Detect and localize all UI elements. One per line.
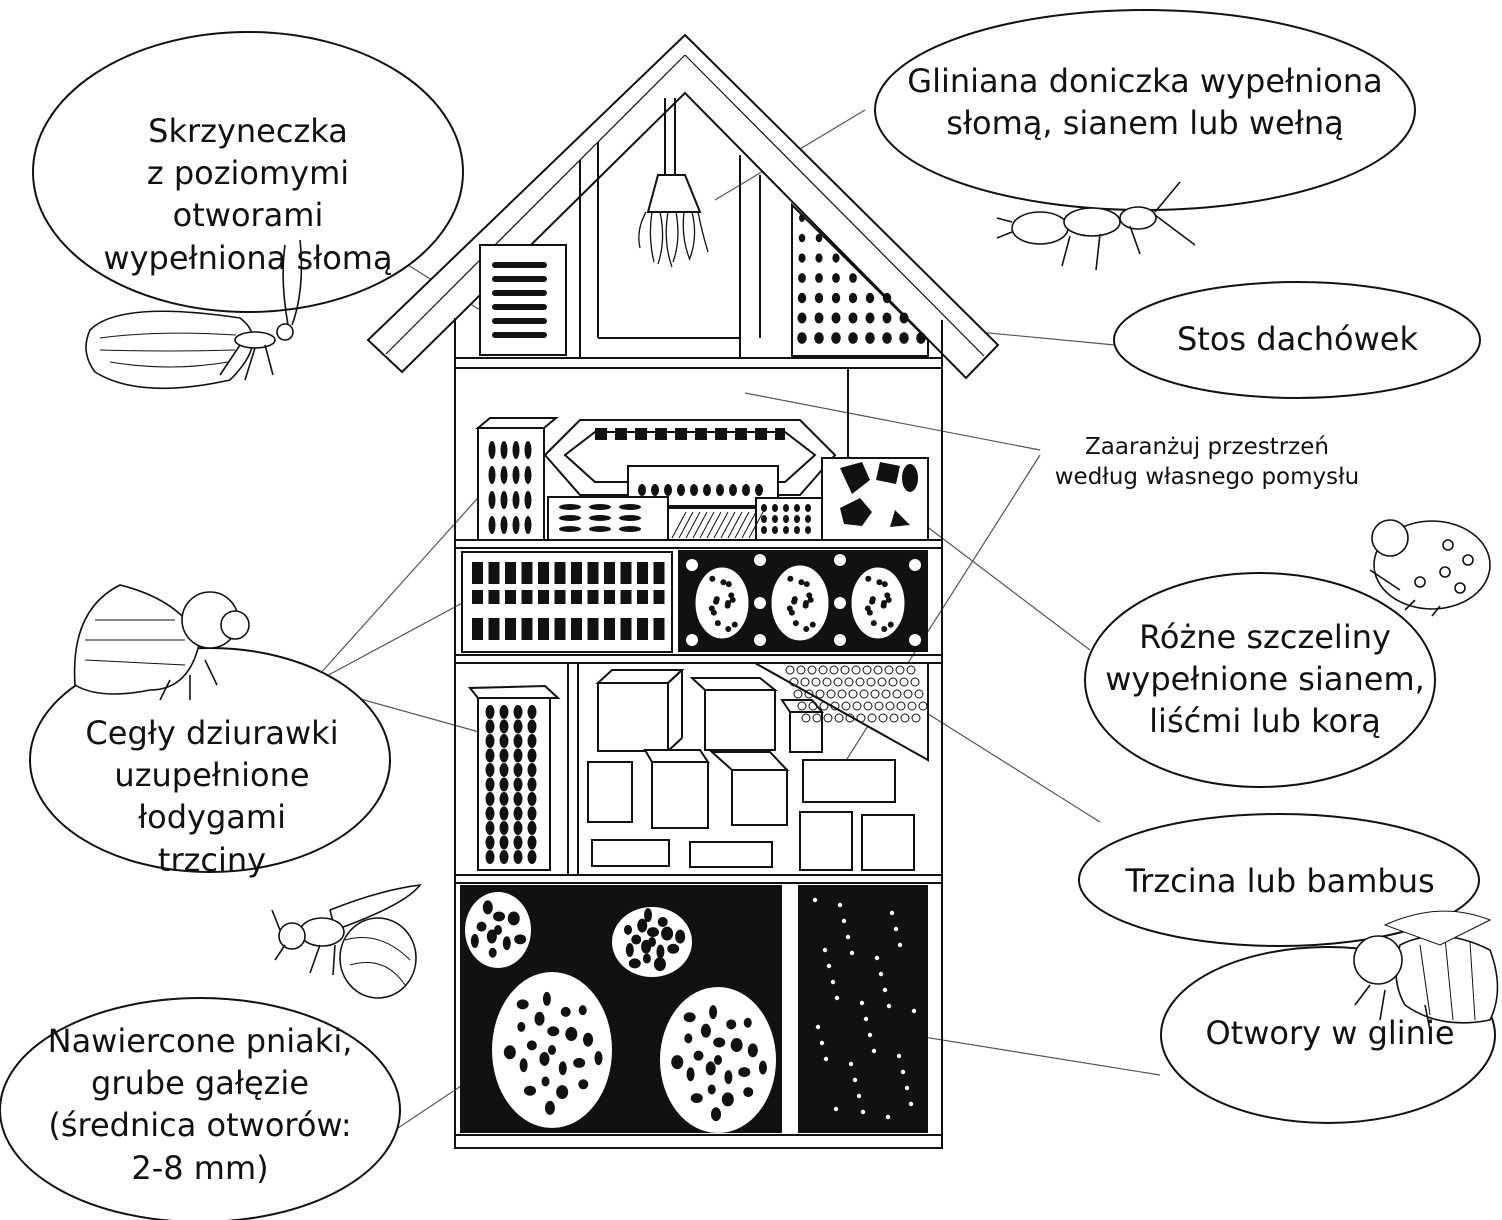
leader-lines: [309, 109, 1161, 1141]
label-pniaki: Nawiercone pniaki, grube gałęzie (średni…: [30, 1020, 370, 1189]
label-szczeliny-line-2: wypełnione sianem,: [1105, 660, 1425, 699]
earwig-icon: [996, 181, 1196, 271]
leader-przestrzen: [744, 392, 1041, 451]
straw-box: [479, 244, 567, 356]
brick-big-holes: [485, 705, 537, 864]
label-pniaki-line-3: (średnica otworów:: [48, 1106, 352, 1145]
brick-row: [461, 550, 928, 653]
label-pniaki-line-1: Nawiercone pniaki,: [47, 1022, 353, 1060]
label-dachowki-line-1: Stos dachówek: [1176, 320, 1419, 358]
label-szczeliny-line-3: liśćmi lub korą: [1149, 702, 1381, 741]
label-doniczka-line-2: słomą, sianem lub wełną: [946, 104, 1344, 143]
label-skrzyneczka-line-3: wypełniona słomą: [103, 238, 393, 277]
label-doniczka-line-1: Gliniana doniczka wypełniona: [907, 62, 1383, 100]
lacewing-icon: [85, 239, 303, 390]
reed-dots: [785, 665, 928, 723]
label-bubbles: [0, 9, 1496, 1220]
bubble-dachowki: [1113, 281, 1481, 399]
bottom-row: [460, 885, 928, 1133]
label-trzcina-line-1: Trzcina lub bambus: [1125, 862, 1435, 900]
bubble-pniaki: [0, 997, 401, 1220]
label-skrzyneczka-line-1: Skrzyneczka: [148, 112, 348, 150]
hatching: [671, 511, 764, 539]
label-szczeliny: Różne szczeliny wypełnione sianem, liśćm…: [1100, 616, 1430, 743]
tile-stack: [791, 202, 929, 357]
boxes-row: [467, 662, 929, 875]
label-cegly-line-1: Cegły dziurawki: [85, 714, 339, 752]
label-cegly-line-2: uzupełnione łodygami: [114, 756, 310, 837]
label-przestrzen: Zaaranżuj przestrzeń według własnego pom…: [1022, 432, 1392, 493]
label-trzcina: Trzcina lub bambus: [1090, 860, 1470, 902]
bee-icon: [1353, 910, 1499, 1031]
label-dachowki: Stos dachówek: [1130, 318, 1465, 360]
label-cegly: Cegły dziurawki uzupełnione łodygami trz…: [42, 712, 382, 881]
fly-icon: [73, 584, 250, 701]
label-cegly-line-3: trzciny: [157, 840, 267, 879]
clay-pot: [638, 174, 709, 268]
roof: [366, 33, 1000, 380]
label-glina: Otwory w glinie: [1170, 1012, 1490, 1054]
bubble-skrzyneczka: [32, 31, 464, 313]
label-przestrzen-line-1: Zaaranżuj przestrzeń: [1085, 434, 1329, 460]
mixed-section-fills: [595, 428, 918, 527]
label-pniaki-line-4: 2-8 mm): [131, 1148, 269, 1187]
label-przestrzen-line-2: według własnego pomysłu: [1054, 464, 1360, 491]
ladybird-icon: [1369, 519, 1491, 617]
label-skrzyneczka: Skrzyneczka z poziomymi otworami wypełni…: [80, 110, 416, 279]
bubble-trzcina: [1078, 813, 1480, 947]
wasp-icon: [271, 883, 422, 999]
bubble-szczeliny: [1084, 572, 1436, 788]
label-szczeliny-line-1: Różne szczeliny: [1139, 618, 1391, 656]
leader-szczeliny-1: [904, 509, 1091, 651]
brick-holes: [488, 441, 811, 534]
label-doniczka: Gliniana doniczka wypełniona słomą, sian…: [900, 60, 1390, 144]
label-skrzyneczka-line-2: z poziomymi otworami: [146, 154, 350, 235]
label-pniaki-line-2: grube gałęzie: [91, 1064, 309, 1103]
label-glina-line-1: Otwory w glinie: [1205, 1014, 1455, 1052]
